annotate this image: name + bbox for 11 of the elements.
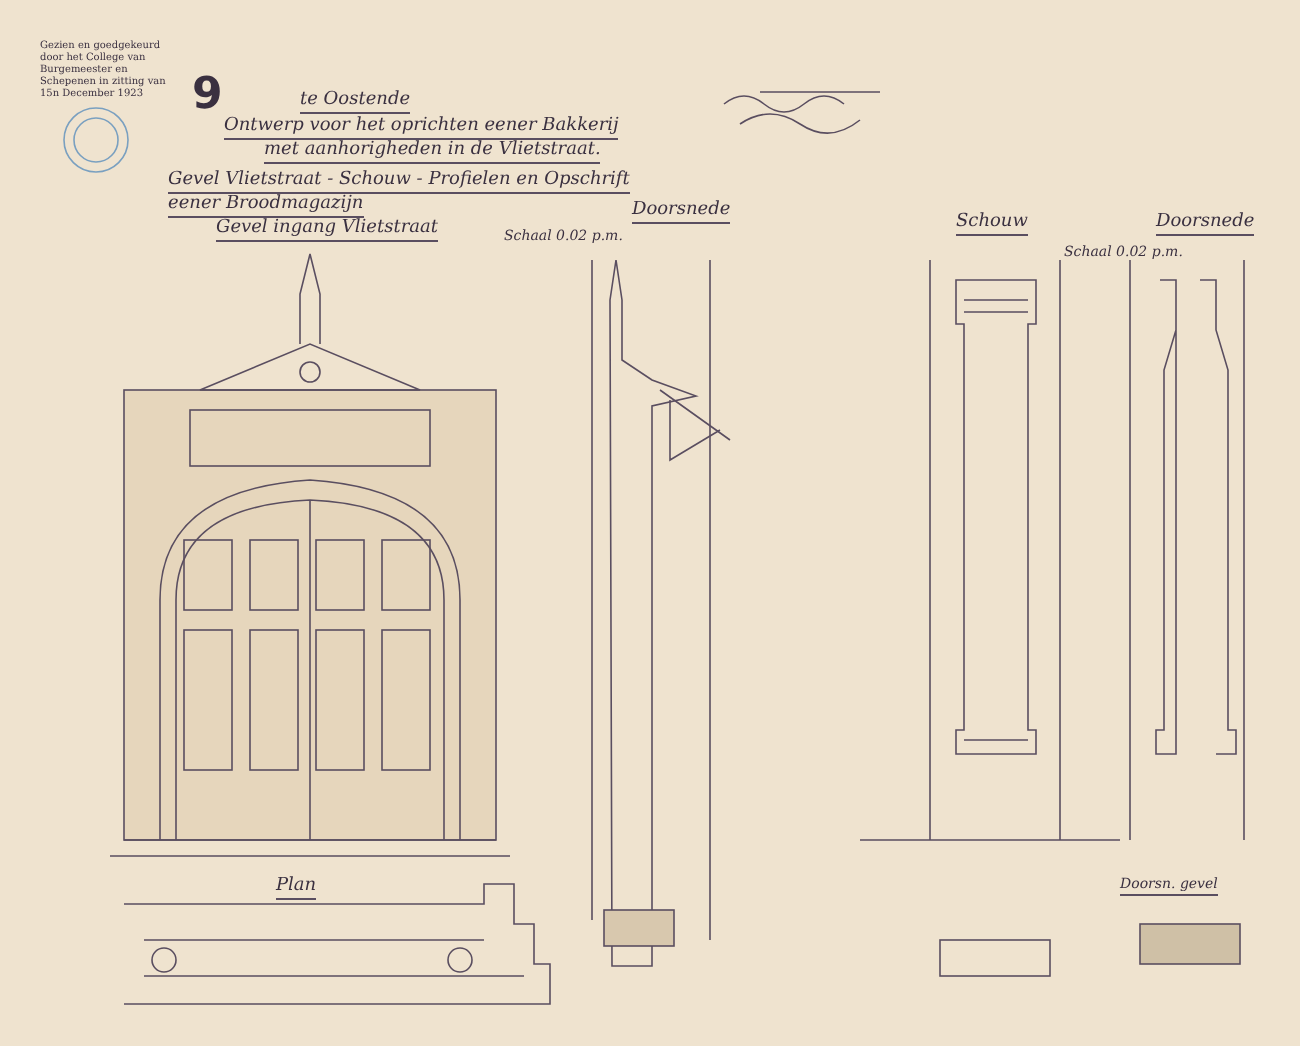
project-subtitle: met aanhorigheden in de Vlietstraat.	[264, 140, 601, 164]
view-title: Doorsnede	[632, 200, 731, 224]
project-title: Ontwerp voor het oprichten eener Bakkerij	[224, 116, 619, 140]
view-title: Plan	[276, 876, 317, 900]
sheet-number: 9	[192, 72, 223, 120]
place-name: te Oostende	[300, 90, 411, 114]
sheet-contents: Gevel Vlietstraat - Schouw - Profielen en Opschrift	[168, 170, 630, 194]
view-title: Schouw	[956, 212, 1028, 236]
sheet-contents: eener Broodmagazijn	[168, 194, 364, 218]
view-title: Doorsnede	[1156, 212, 1255, 236]
drawing-title: Gevel ingang Vlietstraat	[216, 218, 438, 242]
